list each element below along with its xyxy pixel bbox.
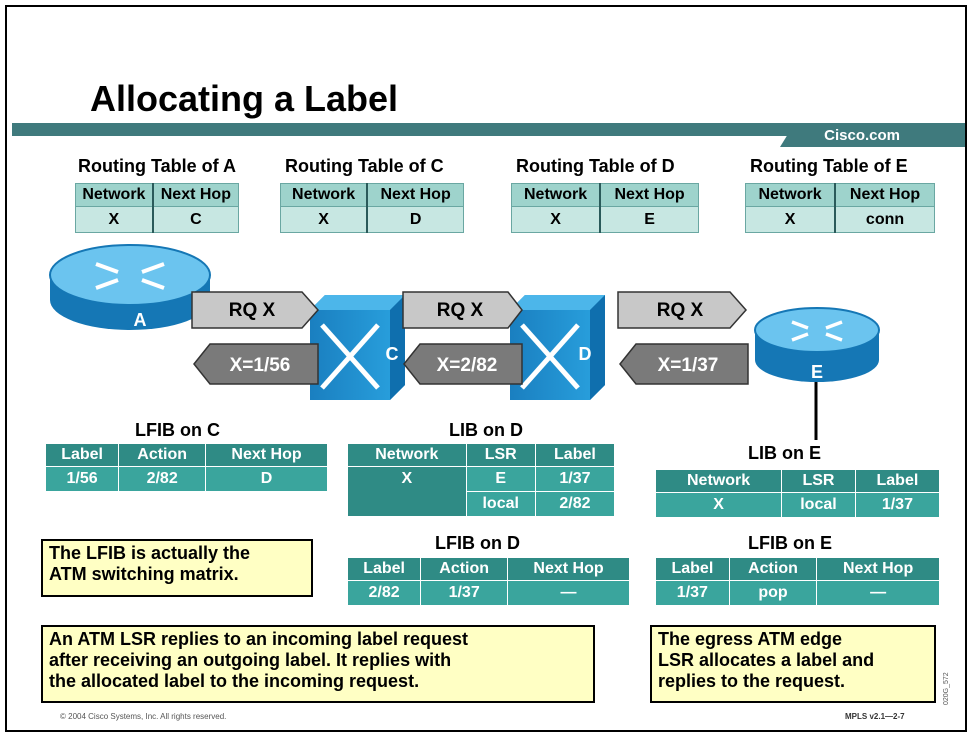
header-next-hop: Next Hop	[834, 183, 936, 207]
header-network: Network	[347, 443, 467, 467]
header-network: Network	[511, 183, 601, 207]
cell-network: X	[280, 206, 368, 233]
cell-label: 1/37	[655, 580, 730, 606]
header-network: Network	[74, 183, 154, 207]
brand-tab: Cisco.com	[780, 123, 965, 147]
cell-action: 2/82	[118, 466, 207, 492]
cell-label: 2/82	[534, 491, 616, 517]
lfib-note: The LFIB is actually the ATM switching m…	[41, 539, 313, 597]
cell-action: 1/37	[420, 580, 509, 606]
lfib-c-table: Label Action Next Hop 1/56 2/82 D	[44, 443, 328, 492]
note-line: replies to the request.	[658, 671, 846, 691]
brand-label: Cisco.com	[824, 127, 900, 144]
header-label: Label	[854, 469, 941, 493]
header-label: Label	[534, 443, 616, 467]
lib-e-table: Network LSR Label X local 1/37	[654, 469, 941, 518]
header-next-hop: Next Hop	[816, 557, 940, 581]
header-label: Label	[44, 443, 120, 467]
course-id: MPLS v2.1—2-7	[845, 712, 905, 721]
cell-next-hop: D	[205, 466, 328, 492]
routing-table-e-title: Routing Table of E	[750, 156, 908, 176]
header-action: Action	[420, 557, 509, 581]
cell-network: X	[511, 206, 601, 233]
title-bar	[12, 123, 962, 136]
egress-note: The egress ATM edge LSR allocates a labe…	[650, 625, 936, 703]
note-line: after receiving an outgoing label. It re…	[49, 650, 452, 670]
cell-next-hop: D	[366, 206, 465, 233]
header-network: Network	[745, 183, 836, 207]
lfib-e-title: LFIB on E	[748, 533, 832, 553]
header-label: Label	[346, 557, 422, 581]
header-next-hop: Next Hop	[366, 183, 465, 207]
header-network: Network	[654, 469, 783, 493]
lib-e-title: LIB on E	[748, 443, 821, 463]
cell-network: X	[654, 492, 783, 518]
note-line: LSR allocates a label and	[658, 650, 875, 670]
lfib-d-table: Label Action Next Hop 2/82 1/37 —	[346, 557, 630, 606]
cell-lsr: E	[465, 466, 536, 492]
cell-label: 1/37	[534, 466, 616, 492]
cell-lsr: local	[465, 491, 536, 517]
header-next-hop: Next Hop	[205, 443, 328, 467]
cell-network: X	[745, 206, 836, 233]
note-line: ATM switching matrix.	[49, 564, 239, 584]
lib-d-title: LIB on D	[449, 420, 523, 440]
header-next-hop: Next Hop	[599, 183, 700, 207]
slide-title: Allocating a Label	[90, 78, 399, 119]
cell-next-hop: E	[599, 206, 700, 233]
copyright-text: © 2004 Cisco Systems, Inc. All rights re…	[60, 712, 227, 721]
routing-table-c-title: Routing Table of C	[285, 156, 444, 176]
lfib-e-table: Label Action Next Hop 1/37 pop —	[655, 557, 940, 606]
header-lsr: LSR	[465, 443, 536, 467]
cell-next-hop: conn	[834, 206, 936, 233]
header-action: Action	[118, 443, 207, 467]
header-action: Action	[728, 557, 818, 581]
reply-note: An ATM LSR replies to an incoming label …	[41, 625, 595, 703]
cell-lsr: local	[781, 492, 856, 518]
cell-next-hop: C	[151, 206, 239, 233]
cell-label: 2/82	[346, 580, 422, 606]
lfib-d-title: LFIB on D	[435, 533, 520, 553]
header-label: Label	[655, 557, 730, 581]
header-next-hop: Next Hop	[151, 183, 239, 207]
note-line: The egress ATM edge	[658, 629, 843, 649]
figure-id: 020G_572	[943, 672, 950, 705]
header-next-hop: Next Hop	[507, 557, 630, 581]
cell-action: pop	[728, 580, 818, 606]
lfib-c-title: LFIB on C	[135, 420, 220, 440]
cell-label: 1/56	[44, 466, 120, 492]
note-line: An ATM LSR replies to an incoming label …	[49, 629, 469, 649]
lib-d-table: Network LSR Label X E 1/37 local 2/82	[347, 443, 616, 517]
cell-network: X	[347, 466, 467, 517]
header-network: Network	[280, 183, 368, 207]
cell-next-hop: —	[816, 580, 940, 606]
cell-next-hop: —	[507, 580, 630, 606]
routing-table-a-title: Routing Table of A	[78, 156, 236, 176]
note-line: The LFIB is actually the	[49, 543, 251, 563]
routing-table-d-title: Routing Table of D	[516, 156, 675, 176]
cell-network: X	[74, 206, 154, 233]
note-line: the allocated label to the incoming requ…	[49, 671, 420, 691]
cell-label: 1/37	[854, 492, 941, 518]
header-lsr: LSR	[781, 469, 856, 493]
